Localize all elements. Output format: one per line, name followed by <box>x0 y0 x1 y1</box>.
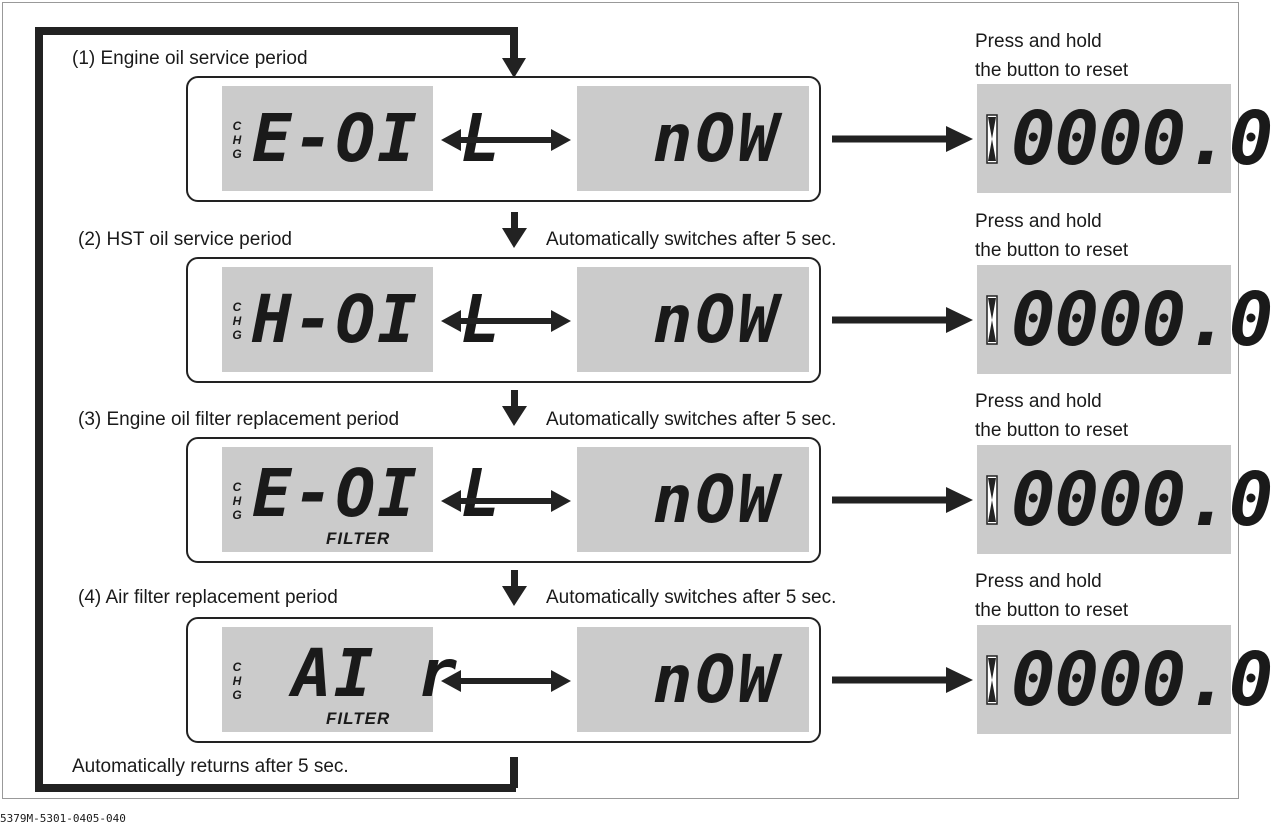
step-4-now-text: nOW <box>652 641 781 718</box>
step-1-reset-lcd: 0000.0 <box>977 84 1272 193</box>
step-4-reset-lcd: 0000.0 <box>977 625 1272 734</box>
down-arrow-2 <box>502 390 527 426</box>
step-4-switch-text: Automatically switches after 5 sec. <box>546 587 837 608</box>
step-3-label: (3) Engine oil filter replacement period <box>78 409 400 430</box>
step-3-toggle-arrow <box>441 490 571 512</box>
step-4-code: AI r <box>292 635 459 712</box>
loop-line <box>35 27 518 792</box>
step-3-hold-line1: Press and hold <box>975 391 1102 412</box>
step-3-reset-lcd: 0000.0 <box>977 445 1272 554</box>
hourglass-icon <box>986 655 998 705</box>
step-2-now-text: nOW <box>652 281 781 358</box>
step-2-switch-text: Automatically switches after 5 sec. <box>546 229 837 250</box>
step-1-hold-line1: Press and hold <box>975 31 1102 52</box>
step-4-toggle-arrow <box>441 670 571 692</box>
step-1-toggle-arrow <box>441 129 571 151</box>
step-1-now-lcd: nOW <box>577 86 809 191</box>
step-4-filter-label: FILTER <box>326 709 391 728</box>
step-2-reset-lcd: 0000.0 <box>977 265 1272 374</box>
step-4-hold-line1: Press and hold <box>975 571 1102 592</box>
step-3-filter-label: FILTER <box>326 529 391 548</box>
step-2-toggle-arrow <box>441 310 571 332</box>
step-2-reset-arrow <box>832 307 973 333</box>
step-3-reset-value: 0000.0 <box>1011 457 1272 543</box>
step-4-hold-line2: the button to reset <box>975 600 1129 621</box>
flow-lines <box>35 27 527 792</box>
step-3-now-lcd: nOW <box>577 447 809 552</box>
step-4-reset-value: 0000.0 <box>1011 637 1272 723</box>
step-2-hold-line1: Press and hold <box>975 211 1102 232</box>
step-2-now-lcd: nOW <box>577 267 809 372</box>
step-3-reset-arrow <box>832 487 973 513</box>
hourglass-icon <box>986 475 998 525</box>
step-3-switch-text: Automatically switches after 5 sec. <box>546 409 837 430</box>
down-arrow-3 <box>502 570 527 606</box>
figure-code: 5379M-5301-0405-040 <box>0 812 126 825</box>
step-2-label: (2) HST oil service period <box>78 229 293 250</box>
step-4-now-lcd: nOW <box>577 627 809 732</box>
hourglass-icon <box>986 114 998 164</box>
step-4-reset-arrow <box>832 667 973 693</box>
step-4-label: (4) Air filter replacement period <box>78 587 338 608</box>
down-arrow-1 <box>502 212 527 248</box>
step-2-hold-line2: the button to reset <box>975 240 1129 261</box>
step-2-reset-value: 0000.0 <box>1011 277 1272 363</box>
step-1-reset-arrow <box>832 126 973 152</box>
hourglass-icon <box>986 295 998 345</box>
step-1-hold-line2: the button to reset <box>975 60 1129 81</box>
step-1-label: (1) Engine oil service period <box>72 48 308 69</box>
step-3-hold-line2: the button to reset <box>975 420 1129 441</box>
step-1-now-text: nOW <box>652 100 781 177</box>
step-1-reset-value: 0000.0 <box>1011 96 1272 182</box>
return-text: Automatically returns after 5 sec. <box>72 756 349 777</box>
loop-arrowhead <box>502 58 526 78</box>
step-3-now-text: nOW <box>652 461 781 538</box>
figure-frame <box>2 2 1239 799</box>
